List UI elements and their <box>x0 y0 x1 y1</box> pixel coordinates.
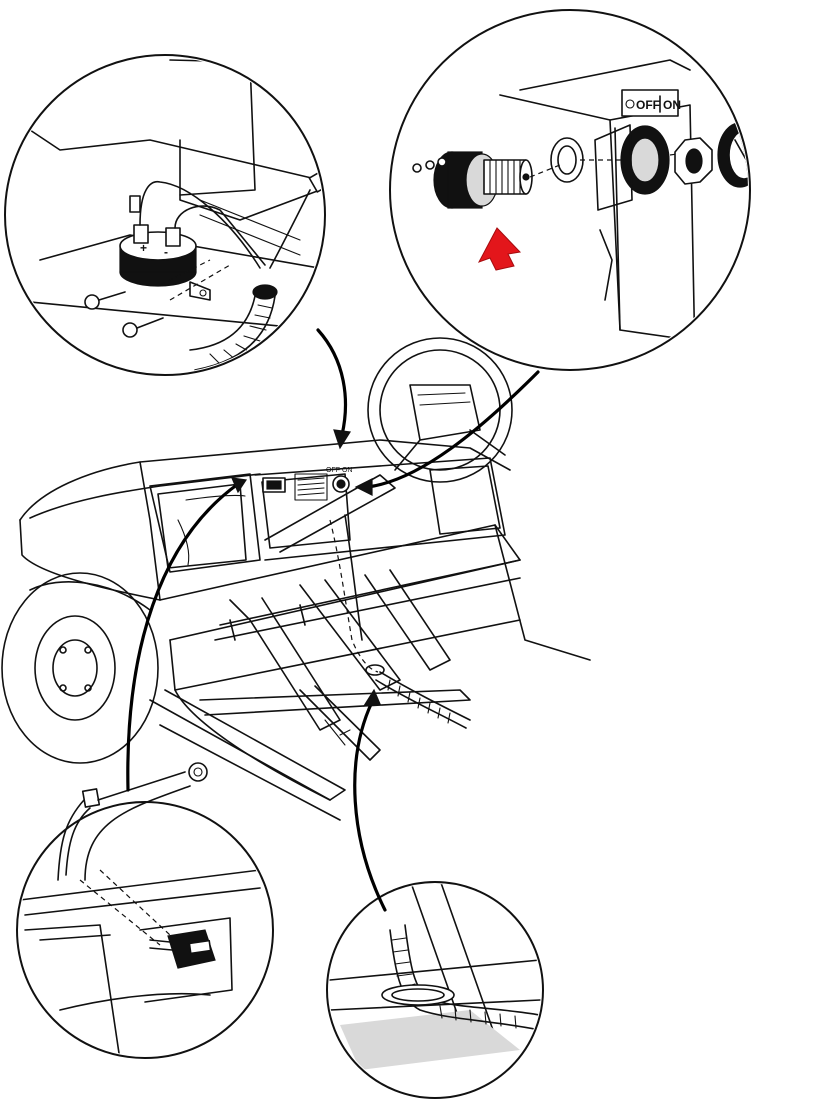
callout-key-switch: OFF ON <box>389 9 836 371</box>
callout-solenoid: + - <box>4 54 326 376</box>
solenoid-icon: + - <box>119 224 211 301</box>
front-wheel <box>1 572 159 764</box>
dash-switch-label: OFF ON <box>326 467 352 474</box>
leader-arrows <box>126 328 540 912</box>
callout-reverse-buzzer <box>16 762 274 1059</box>
steering-wheel <box>367 337 513 483</box>
key-icon <box>752 124 836 165</box>
off-on-plate <box>621 89 679 117</box>
red-arrow-icon <box>477 227 522 271</box>
screw-icon <box>84 291 164 338</box>
golf-cart-body: OFF ON <box>1 337 591 821</box>
svg-text:-: - <box>164 245 168 259</box>
on-label: ON <box>663 98 681 112</box>
callout-harness-clamp <box>326 881 544 1099</box>
off-label: OFF <box>636 98 660 112</box>
reverse-buzzer-icon <box>149 929 216 969</box>
svg-text:+: + <box>140 241 147 255</box>
